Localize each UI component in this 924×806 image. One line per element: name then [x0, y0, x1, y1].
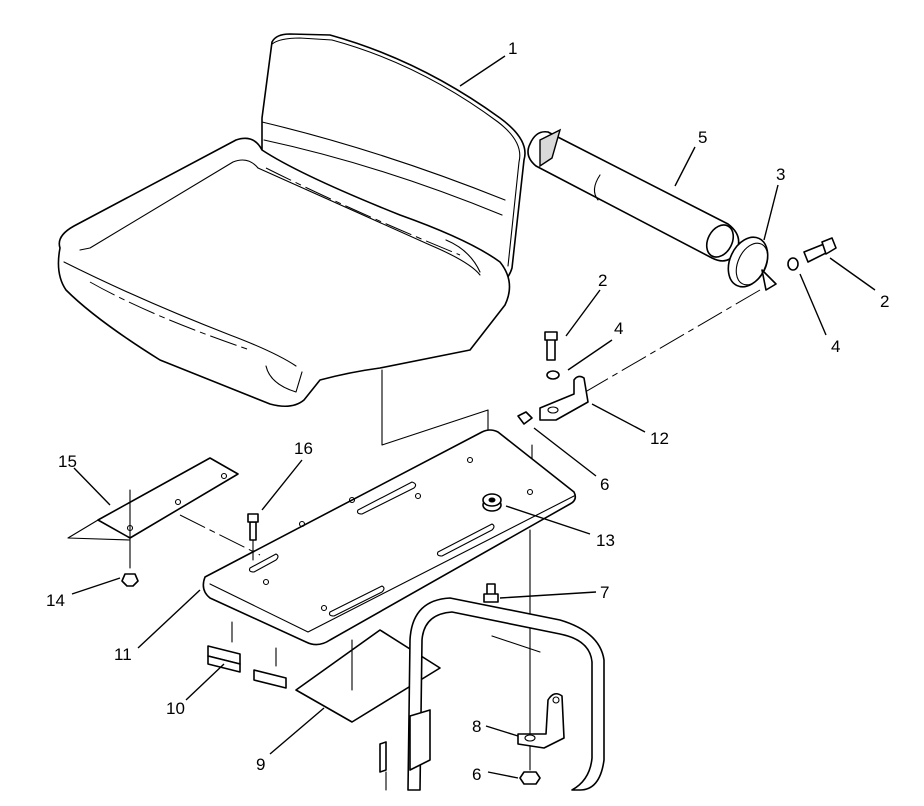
- tube: [527, 128, 740, 262]
- pads-10: [207, 621, 287, 689]
- callout-5: 5: [698, 128, 707, 147]
- callout-4-right: 4: [831, 337, 840, 356]
- callout-12: 12: [650, 429, 669, 448]
- callout-6-lower: 6: [472, 765, 481, 784]
- bracket-8: [517, 692, 565, 749]
- callout-2-upper: 2: [598, 271, 607, 290]
- nut-14: [121, 573, 139, 587]
- callout-7: 7: [600, 583, 609, 602]
- frame: [379, 597, 605, 791]
- callout-2-right: 2: [880, 292, 889, 311]
- alignment-line-plate15: [179, 514, 261, 556]
- callout-16: 16: [294, 439, 313, 458]
- callout-4-upper: 4: [614, 319, 623, 338]
- callout-3: 3: [776, 165, 785, 184]
- nut-6-upper: [517, 411, 533, 425]
- hose-clamp: [727, 236, 777, 291]
- callout-1: 1: [508, 39, 517, 58]
- bolt-2-right: [803, 237, 837, 263]
- seat-plate: [202, 429, 577, 646]
- bracket-12: [539, 375, 589, 421]
- leader-lines: [71, 55, 876, 779]
- nut-6-lower: [519, 771, 541, 785]
- washer-4-upper: [546, 370, 560, 380]
- callout-14: 14: [46, 591, 65, 610]
- spacer-13: [482, 493, 502, 512]
- callout-9: 9: [256, 755, 265, 774]
- plate-15: [67, 457, 239, 541]
- callout-13: 13: [596, 531, 615, 550]
- callout-6-upper: 6: [600, 475, 609, 494]
- bolt-2-upper: [544, 331, 558, 361]
- callout-8: 8: [472, 717, 481, 736]
- sheet-9: [295, 629, 441, 723]
- washer-4-right: [787, 257, 799, 271]
- callout-10: 10: [166, 699, 185, 718]
- bolt-16: [247, 513, 259, 541]
- callout-15: 15: [58, 452, 77, 471]
- callout-11: 11: [114, 645, 132, 664]
- seat: [57, 33, 526, 408]
- alignment-line-clamp: [579, 289, 761, 396]
- callout-labels: 1 5 3 2 4 2 4 12 6 13 7 16 15 14 11 10 9…: [46, 39, 889, 784]
- bolt-7: [483, 583, 499, 603]
